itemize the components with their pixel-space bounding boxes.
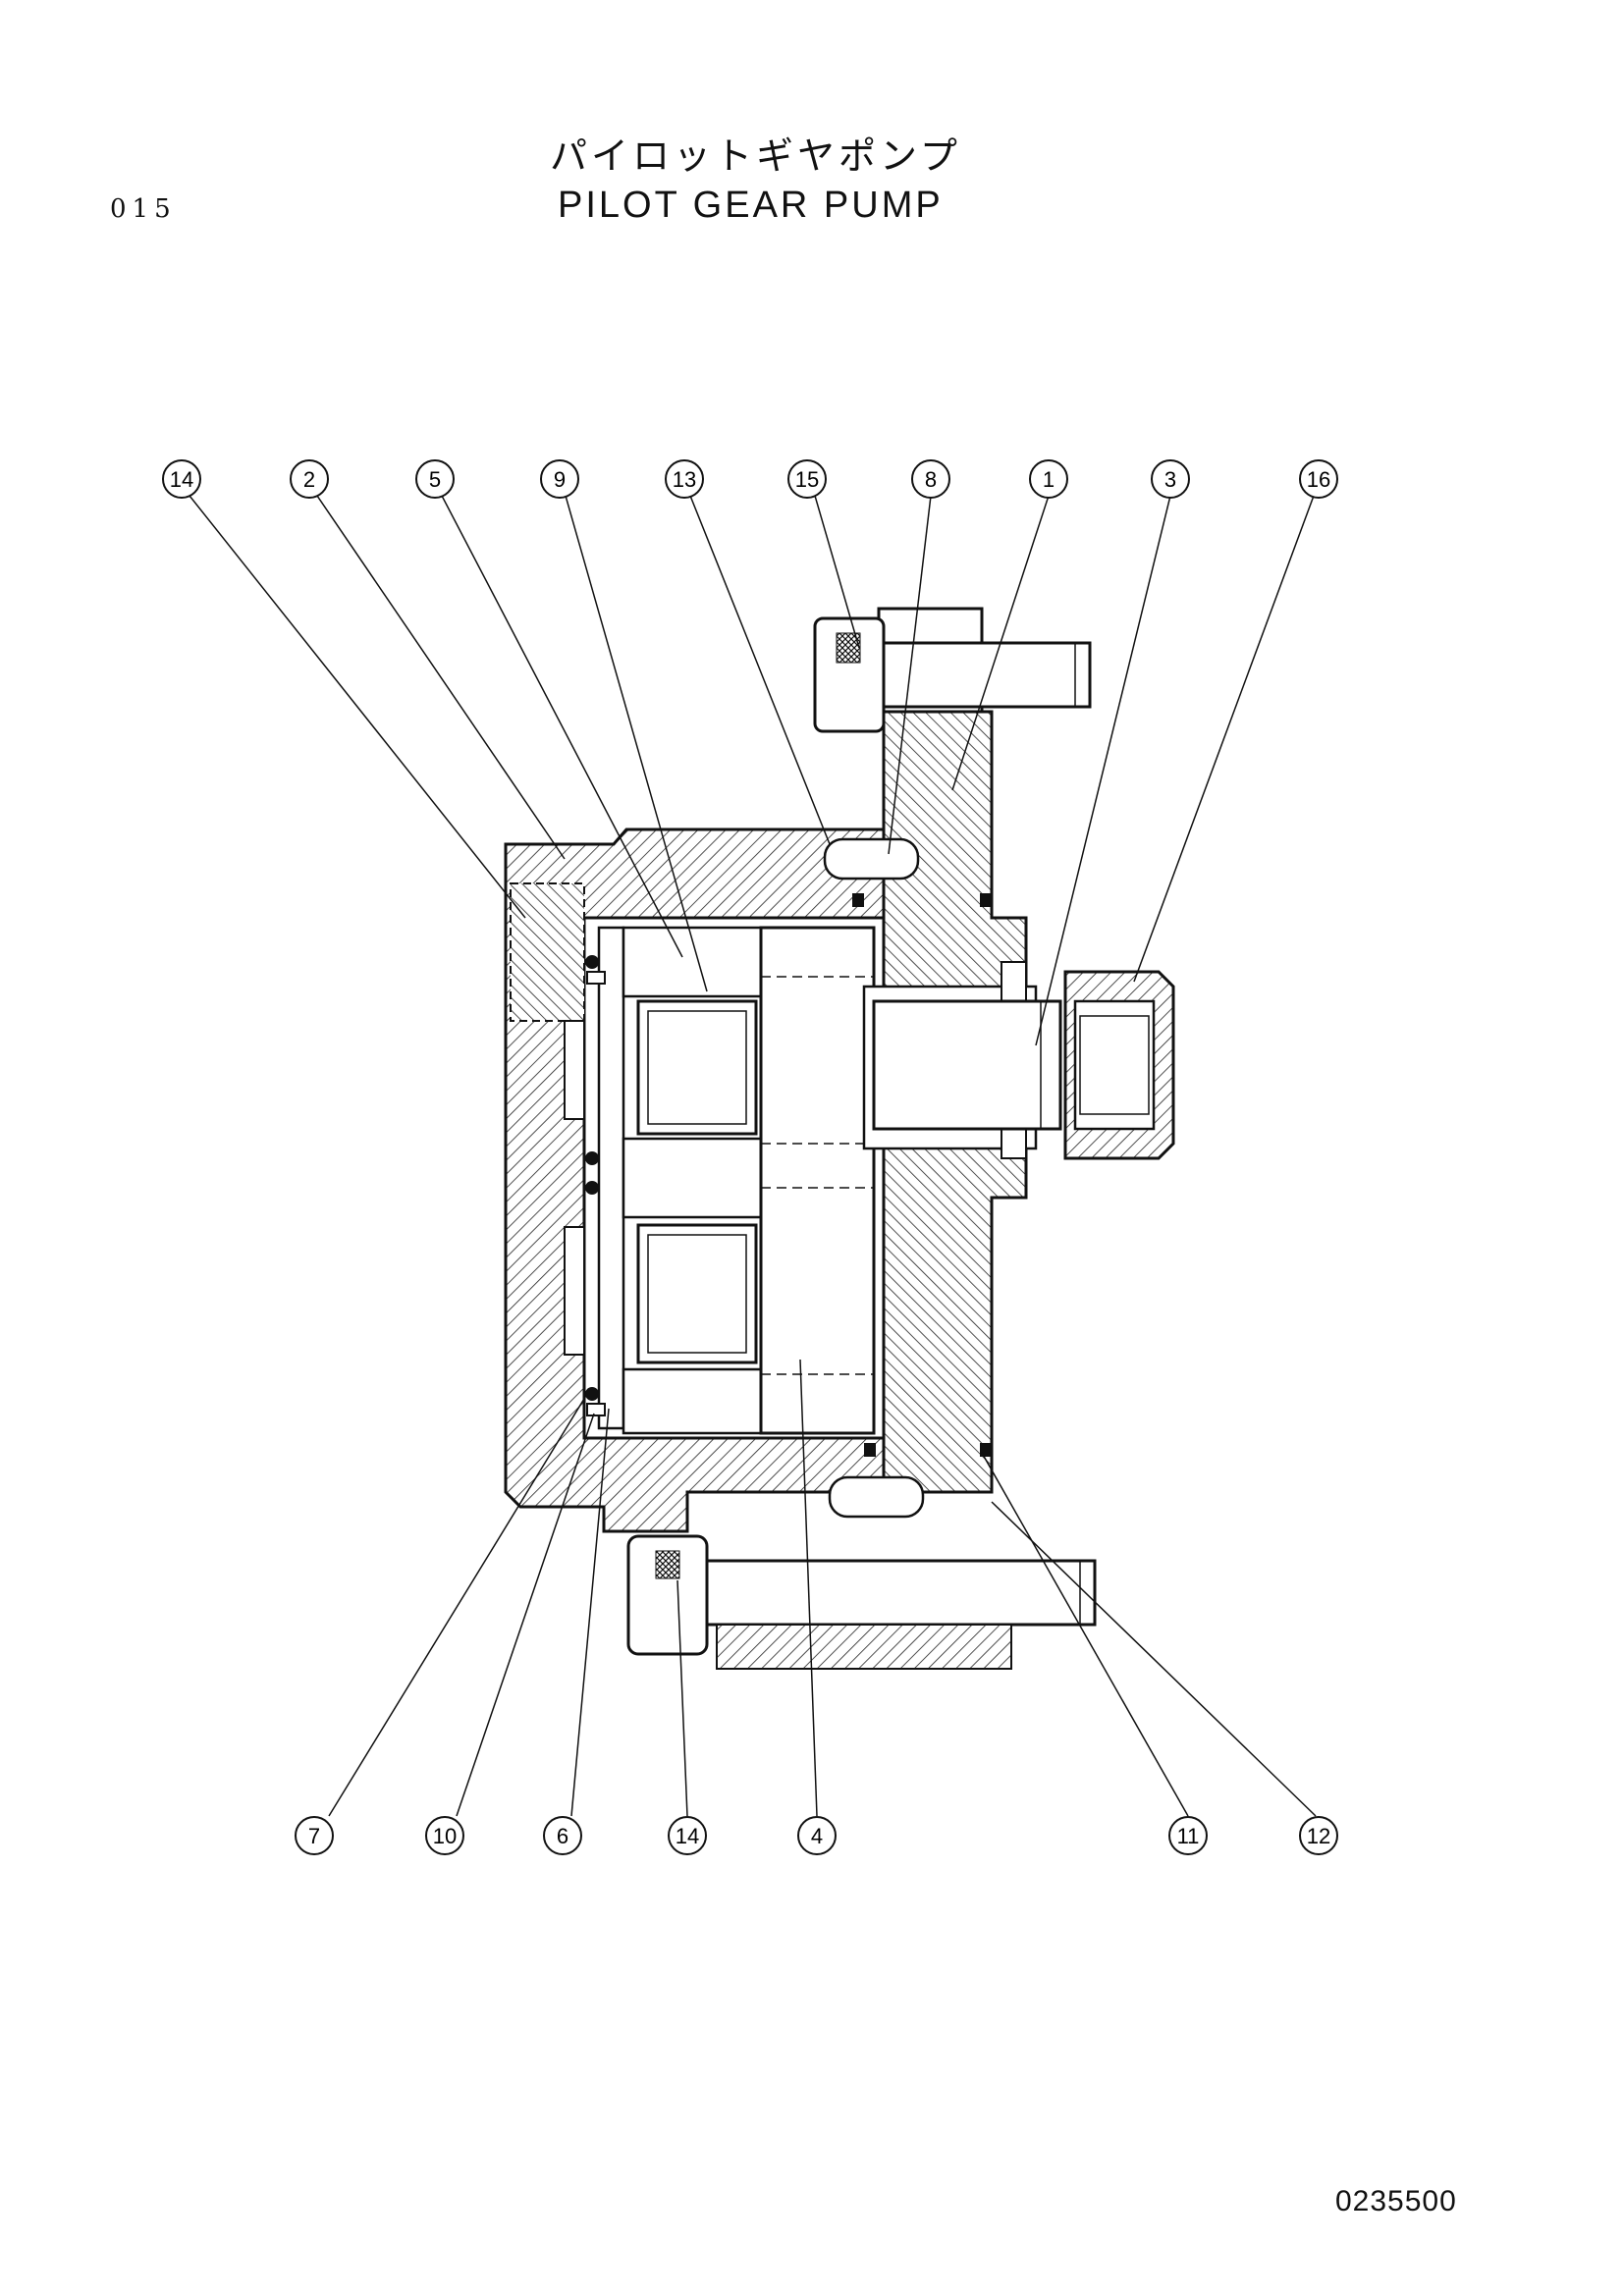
drive-shaft <box>872 999 1062 1131</box>
drawing-number: 0235500 <box>1335 2185 1457 2217</box>
bolt-top <box>813 616 1092 733</box>
dowel-pins <box>823 837 925 1519</box>
o-rings <box>585 893 992 1457</box>
bolt-bottom <box>626 1534 1097 1670</box>
bushings <box>597 926 763 1435</box>
title-japanese: パイロットギヤポンプ <box>550 134 961 178</box>
gears <box>636 926 876 1435</box>
leader-lines <box>189 495 1317 1817</box>
title-english: PILOT GEAR PUMP <box>558 185 944 226</box>
page-number: 015 <box>110 194 177 224</box>
coupling-nut <box>1063 970 1175 1160</box>
